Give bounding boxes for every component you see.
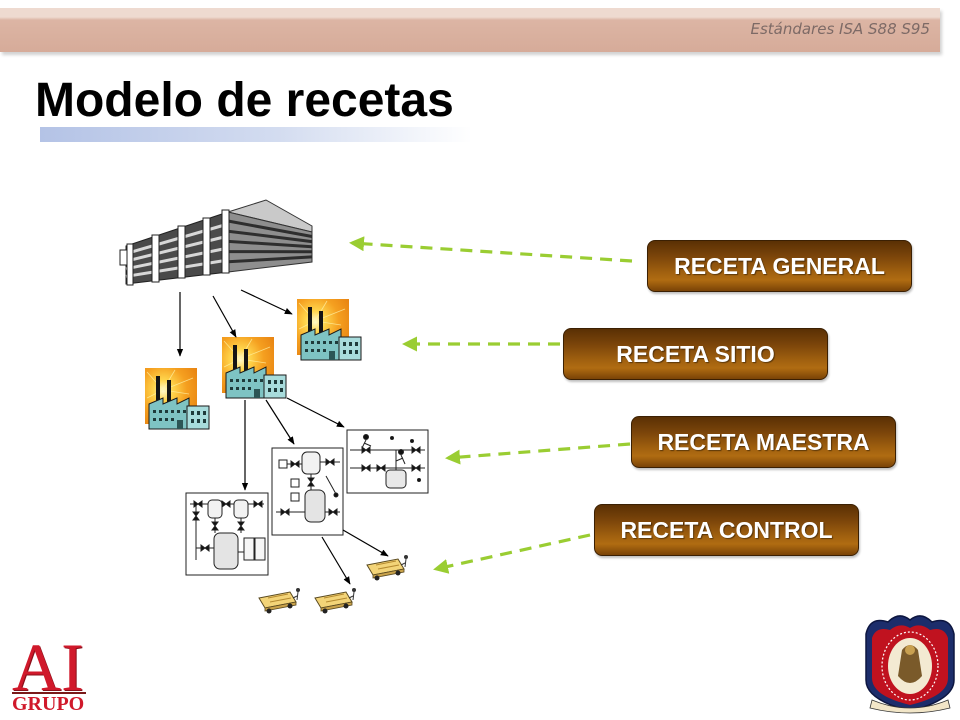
transport-cart-icon	[314, 587, 357, 614]
recipe-level-control: RECETA CONTROL	[594, 504, 859, 556]
process-diagram-icon	[271, 447, 344, 536]
pointer-arrow-general	[349, 236, 633, 263]
page-title: Modelo de recetas	[35, 74, 454, 127]
process-diagram-icon	[346, 429, 429, 494]
recipe-level-sitio: RECETA SITIO	[563, 328, 828, 380]
recipe-level-maestra: RECETA MAESTRA	[631, 416, 896, 468]
office-building-icon	[119, 199, 313, 286]
hierarchy-arrow	[240, 289, 293, 315]
grupo-ai-logo-word: GRUPO	[12, 693, 85, 715]
grupo-ai-logo-letters: AI	[12, 629, 84, 705]
factory-icon	[297, 299, 362, 361]
hierarchy-arrow	[321, 536, 351, 585]
process-diagram-icon	[185, 492, 269, 576]
title-underline	[40, 127, 472, 142]
hierarchy-arrow	[342, 529, 389, 557]
pointer-arrow-control	[433, 533, 591, 574]
factory-icon	[145, 368, 210, 430]
factory-icon	[222, 337, 287, 399]
transport-cart-icon	[258, 587, 301, 614]
header-subtitle: Estándares ISA S88 S95	[750, 20, 930, 38]
logo-rule	[12, 692, 86, 694]
recipe-level-general: RECETA GENERAL	[647, 240, 912, 292]
hierarchy-arrow	[286, 397, 345, 428]
pointer-arrow-maestra	[445, 442, 631, 465]
hierarchy-arrow	[212, 295, 237, 338]
transport-cart-icon	[366, 554, 409, 581]
header-bar: Estándares ISA S88 S95	[0, 8, 940, 52]
hierarchy-arrow	[265, 399, 295, 445]
university-crest-icon	[865, 615, 955, 714]
